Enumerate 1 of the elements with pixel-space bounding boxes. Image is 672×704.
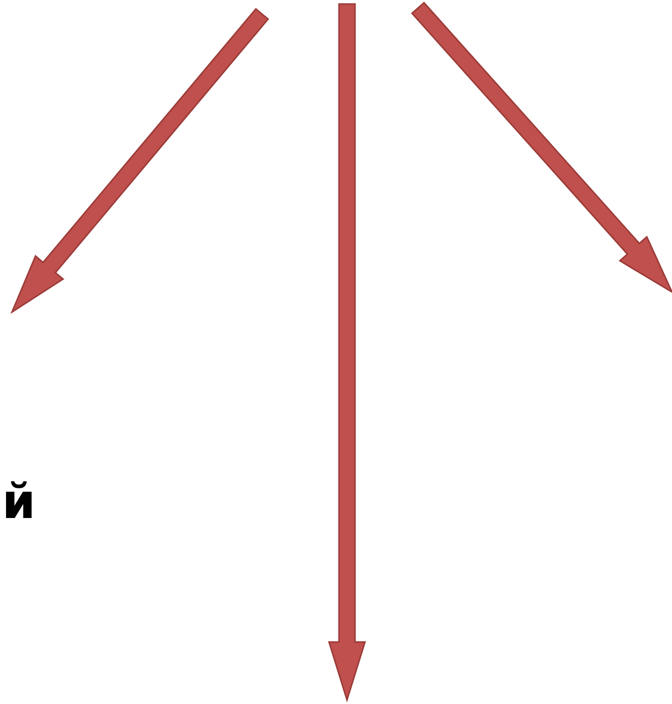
text-fragment: й bbox=[2, 474, 36, 530]
